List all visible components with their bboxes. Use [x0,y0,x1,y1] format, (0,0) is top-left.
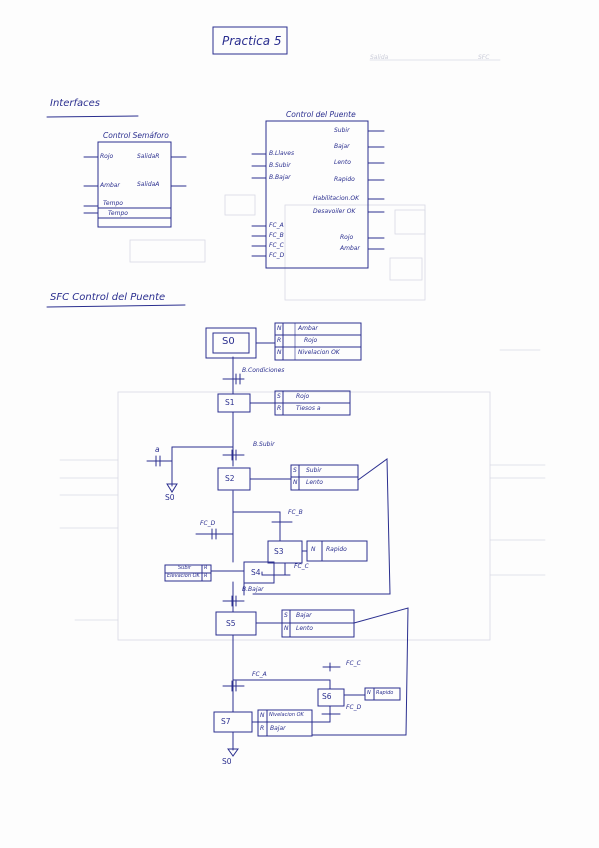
s7-action-box [257,709,313,737]
s6-action-1: Rapido [376,690,394,696]
s4-action-1-qualifier: R [204,565,208,571]
semaforo-out-r: SalidaR [137,153,160,160]
puente-in-3: FC_A [269,222,284,229]
end-target: S0 [222,757,232,766]
puente-out-5: Desavoiler OK [313,208,356,215]
puente-in-4: FC_B [269,232,284,239]
t01-label: B.Condiciones [242,367,285,374]
s5-name: S5 [226,619,236,628]
s5-action-1-qualifier: S [284,612,288,619]
t57-label: FC_A [252,671,267,678]
s0-action-box [274,322,362,361]
puente-out-7: Ambar [340,245,360,252]
s2-action-2: Lento [306,479,323,486]
s1-name: S1 [225,398,235,407]
s1-action-1-qualifier: S [277,393,281,400]
t45-label: B.Bajar [242,586,264,593]
t12-label: B.Subir [253,441,275,448]
s0-action-3-qualifier: N [277,349,282,356]
s4-action-2-qualifier: R [204,573,208,579]
semaforo-out-a: SalidaA [137,181,160,188]
puente-out-0: Subir [334,127,350,134]
ghost-text-2: SFC [478,54,490,61]
sfc-underline [46,304,186,308]
s2-action-2-qualifier: N [293,479,298,486]
s5-action-2: Lento [296,625,313,632]
s0-inner [212,332,250,354]
s7-action-1: Nivelacion OK [269,712,304,718]
title-box [212,26,288,55]
s3-action-box [306,540,368,562]
s7-name: S7 [221,717,231,726]
semaforo-in-ambar: Ambar [100,182,120,189]
t1a-label: a [155,445,160,454]
s4-action-2: Elevacion OK [167,573,200,579]
s7-action-1-qualifier: N [260,712,265,719]
s2-name: S2 [225,474,235,483]
s6-action-box [364,687,401,701]
t23-label: FC_B [288,509,303,516]
semaforo-in-tempo: Tempo [103,200,123,207]
s7-action-2-qualifier: R [260,725,265,732]
s0-action-1: Ambar [298,325,318,332]
s3-action-1-qualifier: N [311,546,316,553]
t67-label: FC_D [346,704,362,711]
s1-action-2-qualifier: R [277,405,282,412]
s5-action-1: Bajar [296,612,312,619]
semaforo-in-tempo-2: Tempo [108,210,128,217]
puente-title: Control del Puente [286,110,356,119]
puente-in-1: B.Subir [269,162,291,169]
interfaces-underline [46,115,139,118]
puente-block [265,120,369,269]
s5-action-2-qualifier: N [284,625,289,632]
s3-action-1: Rapido [326,546,347,553]
puente-out-1: Bajar [334,143,350,150]
puente-out-3: Rapido [334,176,355,183]
t34-label: FC_C [294,563,309,570]
s2-action-1-qualifier: S [293,467,297,474]
s6-action-1-qualifier: N [367,690,371,696]
sfc-heading: SFC Control del Puente [50,292,166,303]
s3-name: S3 [274,547,284,556]
semaforo-block [97,141,172,228]
s2-action-1: Subir [306,467,322,474]
s0-name: S0 [222,336,235,347]
semaforo-title: Control Semáforo [103,131,169,140]
puente-out-4: Habilitacion.OK [313,195,360,202]
s7-action-2: Bajar [270,725,286,732]
s1-action-1: Rojo [296,393,310,400]
s0-action-1-qualifier: N [277,325,282,332]
s0-action-2-qualifier: R [277,337,282,344]
s1-action-2: Tiesos a [296,405,321,412]
semaforo-in-rojo: Rojo [100,153,114,160]
puente-in-2: B.Bajar [269,174,291,181]
t24-label: FC_D [200,520,216,527]
puente-in-6: FC_D [269,252,285,259]
bleed-through [59,59,546,641]
s4-name: S4 [251,568,261,577]
s6-name: S6 [322,692,332,701]
puente-in-0: B.Llaves [269,150,295,157]
t1a-target: S0 [165,493,175,502]
page-title: Practica 5 [222,34,282,48]
ghost-text-1: Salida [370,54,389,61]
puente-out-6: Rojo [340,234,354,241]
s4-action-1: Subir [178,565,191,571]
s0-action-3: Nivelacion OK [298,349,340,356]
interfaces-heading: Interfaces [50,98,100,109]
t56-label: FC_C [346,660,361,667]
puente-out-2: Lento [334,159,351,166]
s0-action-2: Rojo [304,337,318,344]
puente-in-5: FC_C [269,242,284,249]
